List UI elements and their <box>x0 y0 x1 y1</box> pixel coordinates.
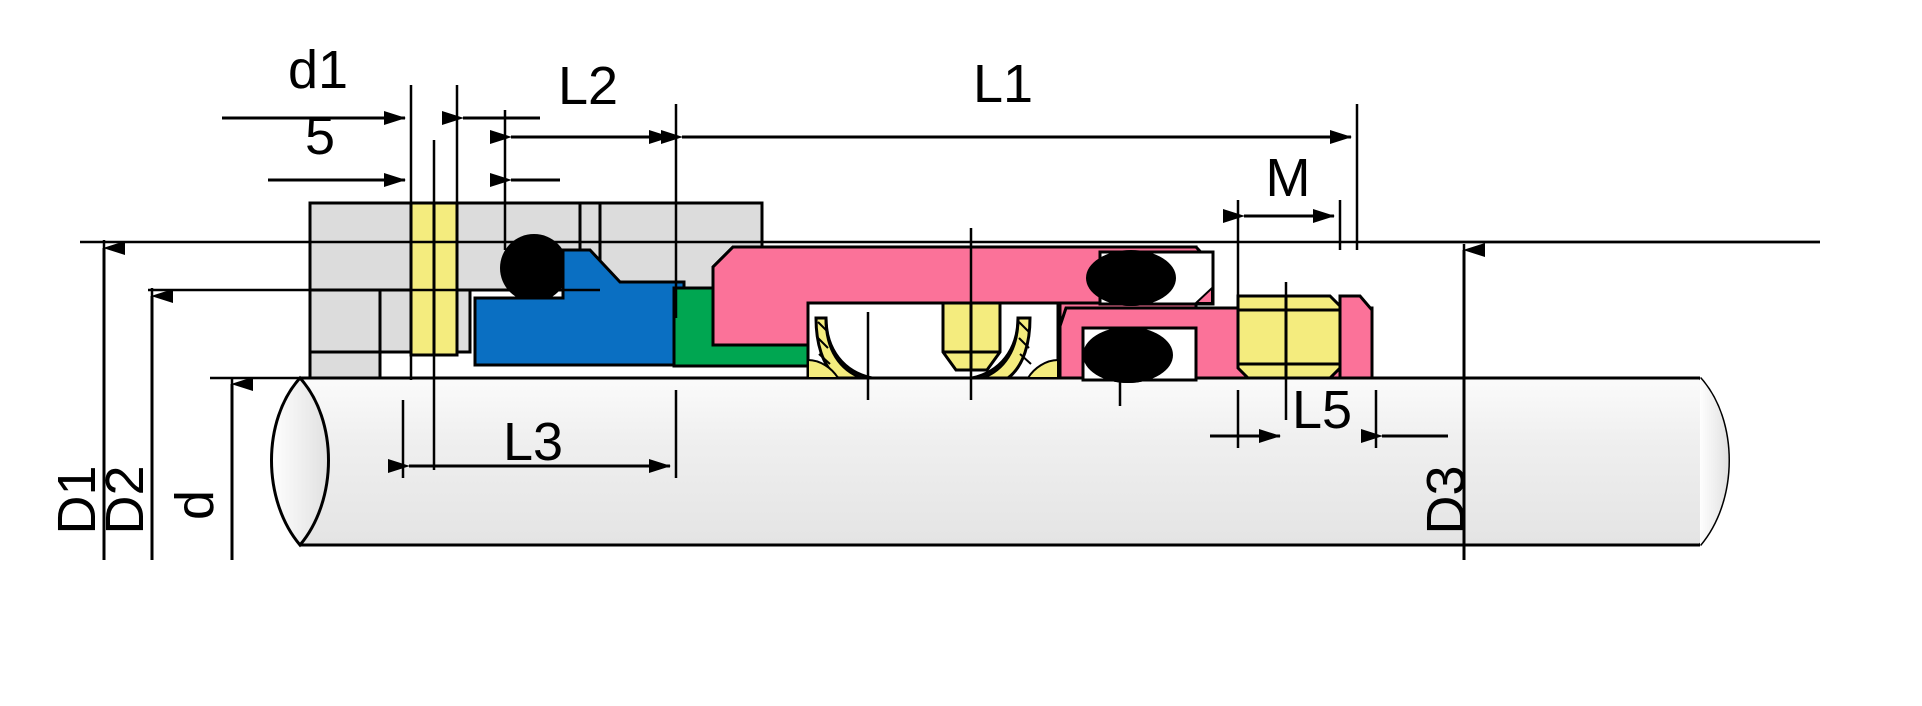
dim-label-D3: D3 <box>1416 465 1476 534</box>
retainer-right-tail <box>1338 294 1374 380</box>
dim-label-D2: D2 <box>95 465 155 534</box>
dim-label-d: d <box>165 490 225 520</box>
dim-label-L3: L3 <box>503 412 563 472</box>
shaft <box>270 375 1730 548</box>
retainer-shape-upper <box>711 245 1215 347</box>
dim-label-5: 5 <box>305 106 335 166</box>
dim-label-M: M <box>1266 148 1311 208</box>
dim-label-L2: L2 <box>558 56 618 116</box>
dimension-lines <box>102 111 1485 560</box>
dim-label-d1: d1 <box>288 40 348 100</box>
set-screw-right <box>1236 294 1342 380</box>
dim-label-L5: L5 <box>1292 380 1352 440</box>
dimension-labels: d1 5 L2 L1 M L3 L5 D1 D2 d D3 <box>47 40 1476 535</box>
retainer-step <box>1193 285 1213 304</box>
stationary-seal-ring <box>473 248 686 367</box>
dim-label-L1: L1 <box>973 54 1033 114</box>
dim-label-D1: D1 <box>47 465 107 534</box>
o-ring-left <box>500 234 568 302</box>
coil-spring <box>806 298 1060 380</box>
